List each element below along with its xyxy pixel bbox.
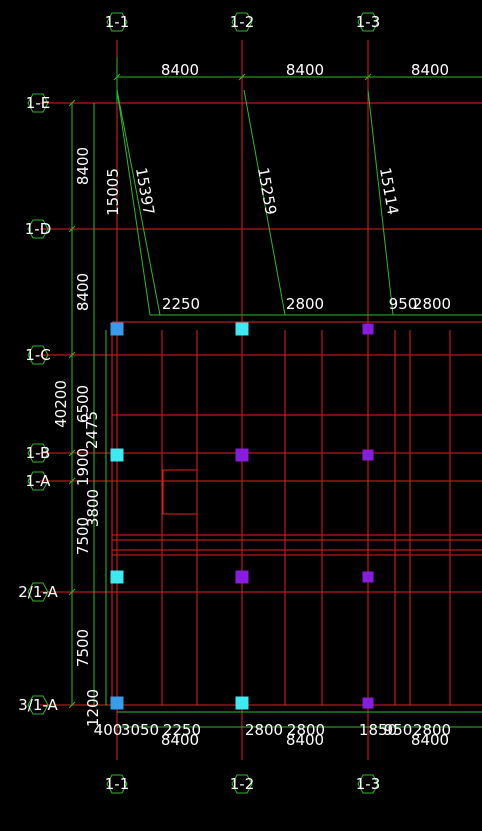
axis-bubble[interactable]: 1-D <box>25 219 52 239</box>
structural-column[interactable] <box>110 570 124 584</box>
mid-dim-text: 2250 <box>162 295 200 313</box>
axis-bubble-outline <box>27 471 49 491</box>
axis-label: 2/1-A <box>18 583 58 601</box>
leader-line <box>116 89 151 316</box>
structural-column[interactable] <box>235 448 249 462</box>
structural-column[interactable] <box>235 696 249 710</box>
axis-bubble-outline <box>231 12 253 32</box>
axis-label: 1-2 <box>230 13 255 31</box>
axis-bubble[interactable]: 1-3 <box>356 12 381 32</box>
axis-bubble[interactable]: 2/1-A <box>18 582 58 602</box>
structural-column[interactable] <box>235 322 249 336</box>
dim-tick <box>364 73 372 81</box>
bottom-small-dim-text: 400 <box>94 721 123 739</box>
axis-label: 1-2 <box>230 775 255 793</box>
diag-dim-text: 15259 <box>254 166 280 216</box>
top-dim-text: 8400 <box>161 61 199 79</box>
axis-bubble-outline <box>27 443 49 463</box>
structural-column[interactable] <box>110 696 124 710</box>
axis-bubble[interactable]: 1-B <box>26 443 51 463</box>
structural-column[interactable] <box>362 449 374 461</box>
left-dim-text: 8400 <box>74 273 92 311</box>
dim-tick <box>68 477 76 485</box>
axis-bubble-outline <box>106 774 128 794</box>
axis-label: 1-3 <box>356 775 381 793</box>
dim-tick <box>68 588 76 596</box>
mid-dim-text: 2800 <box>286 295 324 313</box>
axis-bubble-outline <box>27 219 49 239</box>
axis-label: 1-3 <box>356 13 381 31</box>
axis-label: 1-E <box>26 94 50 112</box>
axis-bubble-outline <box>27 695 49 715</box>
axis-bubble-outline <box>357 12 379 32</box>
bottom-small-dim-text: 950 <box>384 721 413 739</box>
left-inner-dim-text: 3800 <box>84 489 102 527</box>
leader-line <box>243 89 286 316</box>
axis-bubble[interactable]: 1-1 <box>105 774 130 794</box>
structural-column[interactable] <box>235 570 249 584</box>
axis-bubble-outline <box>357 774 379 794</box>
axis-bubble-outline <box>27 345 49 365</box>
axis-bubble[interactable]: 1-A <box>26 471 52 491</box>
bottom-small-dim-text: 3050 <box>121 721 159 739</box>
left-dim-text: 7500 <box>74 629 92 667</box>
bottom-dim-text: 8400 <box>161 731 199 749</box>
axis-bubble[interactable]: 1-C <box>25 345 51 365</box>
mid-dim-text: 950 <box>389 295 418 313</box>
top-dim-text: 8400 <box>286 61 324 79</box>
axis-label: 1-C <box>25 346 50 364</box>
axis-bubble[interactable]: 1-2 <box>230 774 255 794</box>
left-dim-text: 1900 <box>74 448 92 486</box>
left-dim-text: 7500 <box>74 517 92 555</box>
leader-line <box>367 89 394 316</box>
bottom-small-dim-text: 2800 <box>413 721 451 739</box>
axis-label: 1-A <box>26 472 52 490</box>
dim-tick <box>68 225 76 233</box>
mid-dim-text: 2800 <box>413 295 451 313</box>
bottom-dim-text: 8400 <box>286 731 324 749</box>
leader-line <box>116 89 161 316</box>
structural-column[interactable] <box>110 322 124 336</box>
axis-bubble-outline <box>27 93 49 113</box>
bottom-small-dim-text: 2250 <box>163 721 201 739</box>
structural-column[interactable] <box>362 697 374 709</box>
axis-bubble[interactable]: 1-E <box>26 93 50 113</box>
dim-tick <box>113 73 121 81</box>
axis-label: 1-1 <box>105 775 130 793</box>
bottom-small-dim-text: 2800 <box>245 721 283 739</box>
structural-column[interactable] <box>362 571 374 583</box>
dim-tick <box>238 73 246 81</box>
structural-column[interactable] <box>362 323 374 335</box>
axis-bubble[interactable]: 1-1 <box>105 12 130 32</box>
left-total-dim-text: 40200 <box>52 380 70 428</box>
axis-label: 1-B <box>26 444 51 462</box>
axis-label: 3/1-A <box>18 696 58 714</box>
opening-rect <box>162 469 198 515</box>
bottom-small-dim-text: 1850 <box>359 721 397 739</box>
top-dim-text: 8400 <box>411 61 449 79</box>
axis-bubble[interactable]: 1-3 <box>356 774 381 794</box>
diag-dim-text: 15114 <box>376 166 402 216</box>
axis-bubble[interactable]: 3/1-A <box>18 695 58 715</box>
bottom-dim-text: 8400 <box>411 731 449 749</box>
diag-dim-text: 15397 <box>132 166 158 216</box>
dim-tick <box>68 449 76 457</box>
dim-tick <box>68 351 76 359</box>
dim-tick <box>68 701 76 709</box>
dim-tick <box>68 99 76 107</box>
axis-label: 1-1 <box>105 13 130 31</box>
left-dim-text: 8400 <box>74 147 92 185</box>
left-inner-dim-text: 2475 <box>83 411 101 449</box>
left-dim-text: 6500 <box>74 385 92 423</box>
diag-dim-text: 15005 <box>104 168 122 216</box>
axis-bubble[interactable]: 1-2 <box>230 12 255 32</box>
axis-label: 1-D <box>25 220 52 238</box>
axis-bubble-outline <box>231 774 253 794</box>
left-inner-dim-text: 1200 <box>84 689 102 727</box>
bottom-small-dim-text: 2800 <box>287 721 325 739</box>
axis-bubble-outline <box>27 582 49 602</box>
axis-bubble-outline <box>106 12 128 32</box>
structural-column[interactable] <box>110 448 124 462</box>
